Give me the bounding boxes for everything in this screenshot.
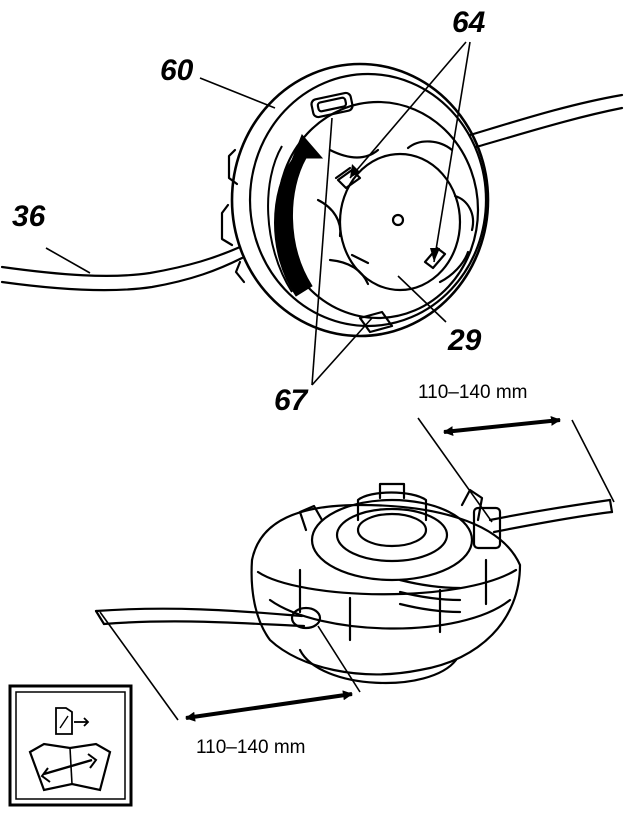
trimmer-head-top-view: [0, 62, 624, 338]
dimension-arrow-lower: [185, 690, 353, 722]
dimension-label-upper: 110–140 mm: [418, 382, 528, 403]
housing-outer-rim: [230, 62, 490, 338]
dimension-arrow-upper: [443, 415, 561, 437]
dimension-lines: [99, 417, 615, 721]
leader-lines-top: [45, 41, 471, 386]
read-manual-icon: [8, 684, 133, 807]
callout-60: 60: [160, 54, 194, 87]
trimmer-line-right: [468, 93, 624, 137]
callout-36: 36: [12, 200, 46, 233]
eyelet-upper: [336, 168, 362, 190]
spool: [338, 152, 462, 292]
leader-arrow-64b: [430, 248, 440, 262]
callout-64: 64: [452, 6, 486, 39]
side-hub: [310, 498, 474, 582]
slot-top: [310, 91, 354, 119]
leader-arrow-64a: [350, 164, 360, 178]
side-eyelet-left: [290, 606, 322, 630]
spool-center: [391, 213, 405, 227]
trimmer-line-left: [0, 245, 242, 277]
trimmer-head-side-view: [250, 482, 522, 685]
dimension-label-lower: 110–140 mm: [196, 737, 306, 758]
rotation-arrow: [274, 134, 324, 297]
callout-67: 67: [274, 384, 308, 417]
slot-bottom: [358, 310, 394, 334]
side-eyelet-right: [472, 506, 502, 550]
side-trimmer-lines: [94, 498, 614, 628]
side-housing: [250, 503, 522, 676]
callout-29: 29: [448, 324, 482, 357]
